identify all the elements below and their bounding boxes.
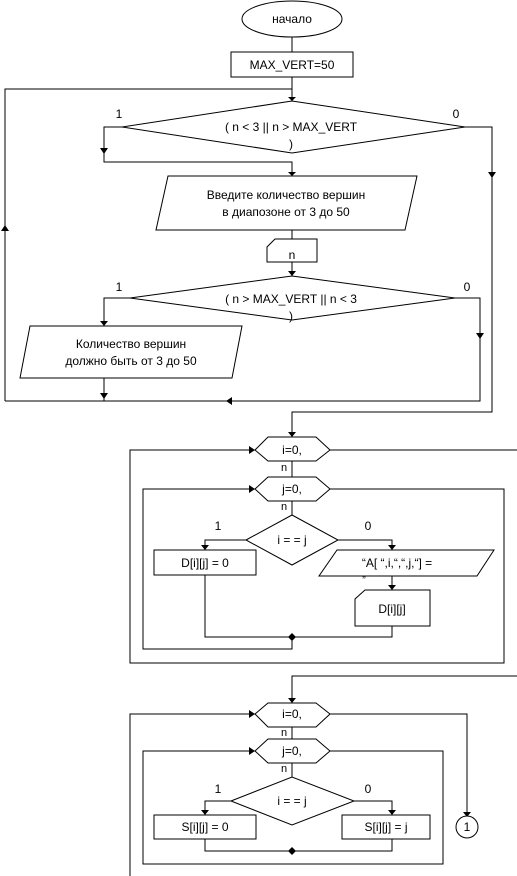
input-d-label: D[i][j] — [378, 602, 405, 616]
input-d-block — [354, 589, 431, 627]
condition-1-label: ( n < 3 || n > MAX_VERT — [225, 120, 358, 134]
max-vert-label: MAX_VERT=50 — [250, 58, 335, 72]
error-line-1: Количество вершин — [76, 337, 186, 351]
loop-1-j-label: j=0, — [281, 482, 302, 496]
start-label: начало — [272, 12, 312, 26]
input-n-label: n — [289, 248, 296, 262]
output-a-label: “A[ “,i,“,“,j,“] = — [362, 556, 432, 570]
condition-2-close: ) — [289, 309, 293, 323]
arrowheads — [1, 97, 496, 855]
assign-d-block — [153, 549, 257, 576]
condition-3-yes-label: 1 — [215, 519, 222, 533]
loop-1-i-label: i=0, — [282, 443, 302, 457]
assign-sj-label: S[i][j] = j — [364, 820, 407, 834]
assign-sj-block — [341, 814, 431, 840]
assign-s0-label: S[i][j] = 0 — [181, 820, 228, 834]
loop-2-i-hexagon — [254, 702, 331, 728]
loop-1-j-limit: n — [281, 501, 287, 513]
condition-1-close: ) — [289, 137, 293, 151]
loop-1-i-hexagon — [254, 436, 331, 462]
prompt-output-block — [155, 175, 418, 231]
connector-lines — [4, 37, 517, 876]
condition-1-no-label: 0 — [453, 107, 460, 121]
assign-d-label: D[i][j] = 0 — [181, 556, 229, 570]
condition-4-no-label: 0 — [365, 782, 372, 796]
loop-2-j-hexagon — [254, 738, 331, 764]
condition-1-yes-label: 1 — [116, 107, 123, 121]
start-terminal — [241, 0, 343, 38]
condition-1-diamond — [121, 100, 466, 154]
output-a-tail: „ — [362, 568, 366, 580]
condition-2-yes-label: 1 — [116, 280, 123, 294]
condition-2-no-label: 0 — [464, 280, 471, 294]
loop-2-j-label: j=0, — [281, 744, 302, 758]
condition-4-yes-label: 1 — [215, 782, 222, 796]
page-connector-label: 1 — [464, 820, 471, 834]
error-output-block — [19, 325, 243, 379]
condition-3-diamond — [244, 514, 340, 566]
condition-2-label: ( n > MAX_VERT || n < 3 — [225, 292, 357, 306]
assign-s0-block — [153, 814, 257, 840]
page-connector-circle — [455, 815, 479, 839]
max-vert-block — [230, 51, 354, 78]
condition-3-no-label: 0 — [365, 519, 372, 533]
loop-2-i-limit: n — [281, 727, 287, 739]
loop-1-j-hexagon — [254, 476, 331, 502]
prompt-line-2: в диапозоне от 3 до 50 — [222, 205, 350, 219]
output-a-block — [318, 549, 495, 577]
condition-4-diamond — [229, 776, 356, 826]
condition-3-label: i = = j — [277, 533, 306, 547]
loop-2-i-label: i=0, — [282, 707, 302, 721]
prompt-line-1: Введите количество вершин — [207, 188, 365, 202]
loop-1-i-limit: n — [281, 462, 287, 474]
condition-4-label: i = = j — [277, 794, 306, 808]
error-line-2: должно быть от 3 до 50 — [65, 354, 197, 368]
condition-2-diamond — [129, 275, 456, 321]
input-n-block — [266, 238, 318, 263]
loop-2-j-limit: n — [281, 763, 287, 775]
